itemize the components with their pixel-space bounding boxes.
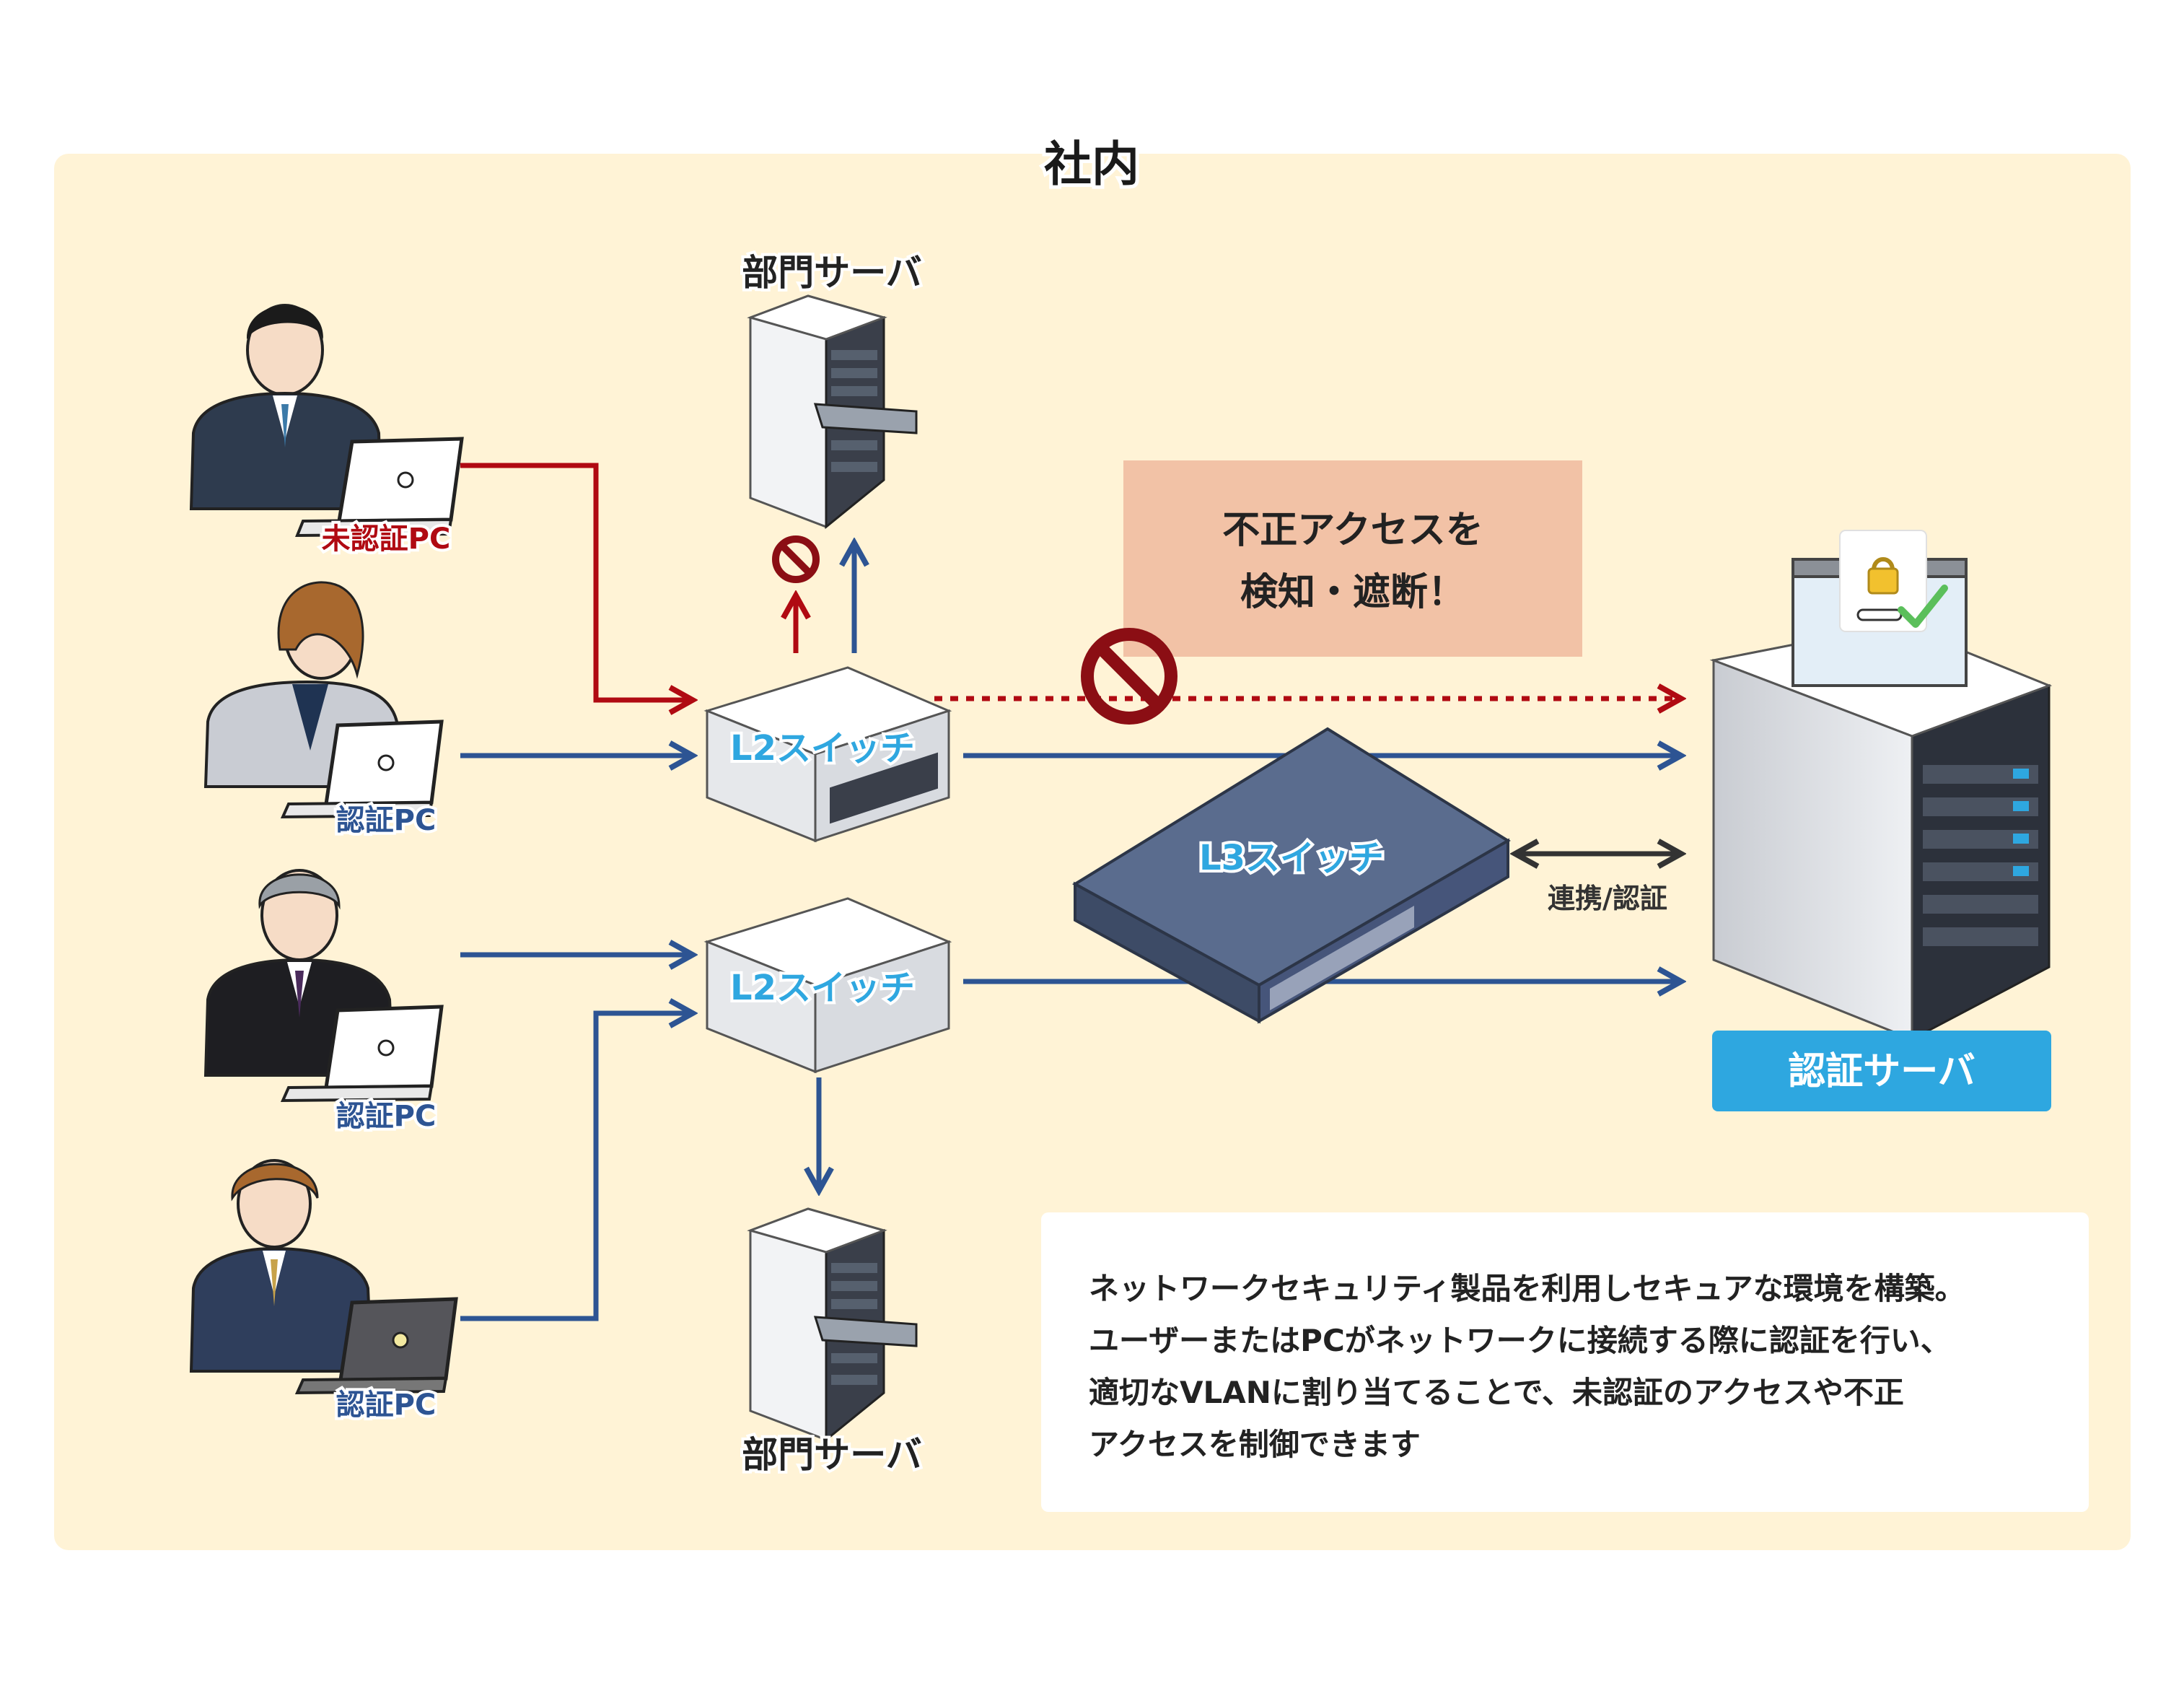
pc4-link [460, 1013, 693, 1321]
office-area [54, 154, 2131, 1550]
l2-top-label: L2スイッチ [730, 728, 915, 769]
description-box: ネットワークセキュリティ製品を利用しセキュアな環境を構築。 ユーザーまたはPCが… [1041, 1212, 2089, 1512]
server-rack-icon [747, 294, 918, 530]
lock-icon [1867, 557, 1899, 595]
unauth-pc-link [460, 463, 693, 700]
pc-label-auth-1: 認証PC [336, 804, 437, 837]
description-line: 適切なVLANに割り当てることで、未認証のアクセスや不正 [1089, 1375, 1904, 1410]
auth-link-label: 連携/認証 [1548, 883, 1667, 914]
switch-icon [703, 666, 952, 843]
l3-label: L3スイッチ [1199, 838, 1384, 878]
laptop-icon [280, 720, 444, 819]
prohibited-icon [772, 535, 820, 583]
laptop-icon [280, 1005, 444, 1103]
alert-box [1123, 460, 1582, 657]
pc-label-auth-2: 認証PC [336, 1100, 437, 1133]
switch-icon [1072, 727, 1511, 1024]
description-line: アクセスを制御できます [1089, 1427, 1421, 1462]
dept-server-bottom-label: 部門サーバ [742, 1434, 922, 1476]
laptop-icon [295, 437, 464, 538]
dept-server-top-label: 部門サーバ [742, 252, 922, 294]
pc-label-auth-3: 認証PC [336, 1389, 437, 1422]
area-title: 社内 [1044, 136, 1139, 192]
l2-bottom-label: L2スイッチ [730, 968, 915, 1008]
switch-icon [703, 897, 952, 1074]
alert-line2: 検知・遮断！ [1240, 571, 1465, 614]
auth-server-label: 認証サーバ [1788, 1050, 1975, 1093]
description-line: ネットワークセキュリティ製品を利用しセキュアな環境を構築。 [1089, 1271, 1965, 1306]
server-rack-icon [747, 1207, 918, 1443]
laptop-icon [294, 1297, 458, 1395]
person-icon [203, 869, 395, 1077]
description-line: ユーザーまたはPCがネットワークに接続する際に認証を行い、 [1089, 1323, 1951, 1358]
check-icon [1898, 585, 1948, 628]
alert-line1: 不正アクセスを [1222, 509, 1483, 552]
auth-server-badge [1712, 1031, 2051, 1111]
person-icon [189, 304, 383, 510]
pc-label-unauth: 未認証PC [322, 522, 451, 556]
person-icon [189, 1159, 374, 1373]
prohibited-icon [1081, 628, 1177, 725]
